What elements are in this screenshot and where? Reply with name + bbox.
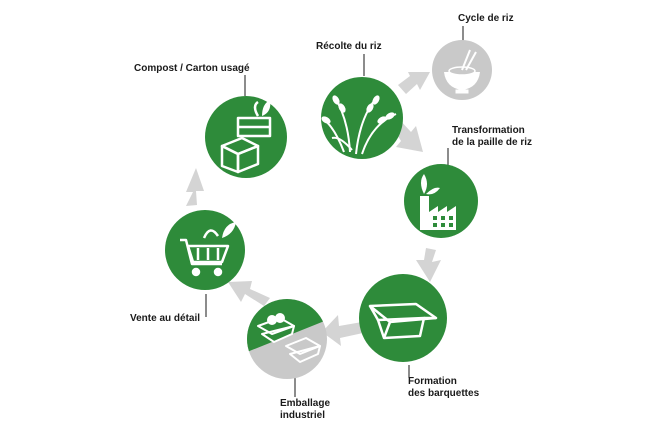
stage-vente bbox=[165, 210, 245, 290]
tray-icon bbox=[368, 302, 438, 340]
recolte-circle bbox=[321, 77, 403, 159]
leader-lines bbox=[205, 26, 464, 397]
stage-transformation bbox=[404, 164, 478, 238]
arrow-to-compost bbox=[186, 168, 204, 206]
packaged-trays-icon bbox=[257, 313, 321, 363]
stage-recolte-du-riz bbox=[321, 77, 403, 159]
label-recolte-du-riz: Récolte du riz bbox=[316, 41, 382, 52]
stage-cycle-de-riz bbox=[432, 40, 492, 100]
label-transformation: Transformation de la paille de riz bbox=[452, 125, 533, 148]
arrow-to-vente bbox=[228, 281, 270, 306]
arrow-to-emballage bbox=[322, 315, 363, 346]
shopping-cart-icon bbox=[180, 222, 236, 277]
stage-compost bbox=[205, 96, 287, 178]
arrow-to-cycle bbox=[398, 72, 430, 94]
vente-circle bbox=[165, 210, 245, 290]
compost-box-icon bbox=[220, 100, 272, 174]
factory-icon bbox=[420, 174, 456, 230]
stage-emballage bbox=[247, 299, 327, 379]
stage-formation bbox=[359, 274, 447, 362]
label-vente: Vente au détail bbox=[130, 313, 201, 324]
label-emballage: Emballage industriel bbox=[280, 398, 331, 421]
rice-plant-icon bbox=[321, 95, 397, 155]
arrow-to-formation bbox=[416, 248, 441, 282]
rice-bowl-icon bbox=[444, 49, 480, 94]
label-formation: Formation des barquettes bbox=[408, 376, 480, 399]
label-cycle-de-riz: Cycle de riz bbox=[458, 13, 514, 24]
label-compost: Compost / Carton usagé bbox=[134, 63, 250, 74]
